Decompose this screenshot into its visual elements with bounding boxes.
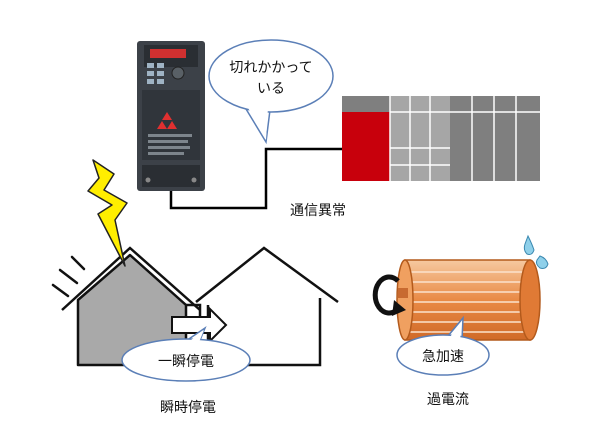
impact-lines [51,255,86,298]
plc-rack-icon [342,96,540,181]
momentary-callout-text: 一瞬停電 [158,353,214,370]
momentary-outage-label: 瞬時停電 [160,399,216,416]
motor-icon [396,259,541,341]
communication-cable [169,147,343,210]
house-right [195,246,339,367]
house-left [61,246,201,367]
cable-callout-line2: いる [257,81,285,97]
sweat-drops-icon [523,234,549,269]
rotation-arrow-icon [372,274,406,316]
lightning-bolt-icon [87,159,128,267]
comm-error-label: 通信異常 [290,203,346,219]
inverter-device-icon [137,41,205,191]
accel-callout: 急加速 [396,315,490,376]
power-line [186,303,202,318]
cable-callout-line1: 切れかかって [229,60,312,76]
cable-callout: 切れかかって いる [208,39,334,145]
momentary-callout: 一瞬停電 [121,325,251,382]
accel-callout-text: 急加速 [422,349,464,365]
overcurrent-label: 過電流 [427,392,469,408]
arrow-icon [171,306,228,344]
